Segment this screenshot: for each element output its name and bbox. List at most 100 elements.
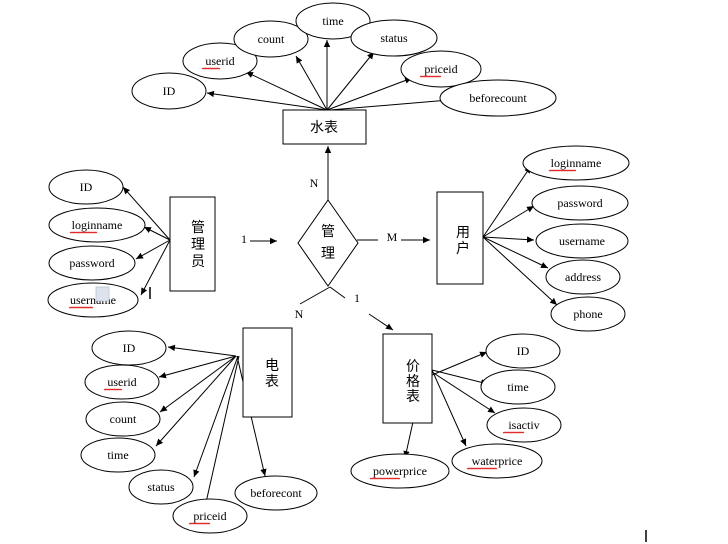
attribute-label: time (107, 448, 128, 462)
attribute-shuibiao-status: status (350, 19, 438, 57)
attribute-ellipse (439, 79, 557, 117)
connector-yonghu-4 (482, 236, 558, 306)
attribute-label: ID (80, 180, 93, 194)
small-document-icon (95, 286, 110, 302)
spellcheck-underline (369, 477, 401, 480)
attribute-ellipse (80, 437, 156, 473)
attribute-label: loginname (551, 156, 602, 170)
attribute-label: count (258, 32, 285, 46)
attribute-label: powerprice (373, 464, 427, 478)
attribute-ellipse (48, 245, 136, 281)
entity-electric-meter: 电 表 (242, 327, 293, 418)
attribute-ellipse (131, 72, 207, 110)
attribute-label: ID (123, 341, 136, 355)
attribute-dianbiao-id: ID (91, 330, 167, 366)
attribute-jiagebiao-isactiv: isactiv (486, 407, 562, 443)
attribute-label: status (147, 480, 175, 494)
connector-shuibiao-6 (329, 97, 450, 111)
attribute-yonghu-username: username (535, 223, 629, 259)
connector-yonghu-2 (482, 236, 535, 243)
attribute-ellipse (522, 145, 630, 181)
connector-guanliyuan-1 (143, 226, 171, 241)
attribute-dianbiao-time: time (80, 437, 156, 473)
connector-jiagebiao-2 (431, 371, 496, 414)
attribute-ellipse (295, 2, 371, 40)
entity-price-table-char-3: 表 (406, 389, 420, 405)
attribute-label: priceid (424, 62, 457, 76)
entity-price-table-char-1: 价 (406, 359, 420, 375)
entity-admin: 管 理 员 (169, 196, 216, 292)
attribute-dianbiao-count: count (85, 401, 161, 437)
spellcheck-underline (69, 231, 98, 234)
connector-dianbiao-0 (167, 344, 237, 357)
attribute-shuibiao-time: time (295, 2, 371, 40)
attribute-label: userid (107, 375, 136, 389)
attribute-ellipse (400, 50, 482, 88)
relationship-label-2: 理 (321, 247, 335, 262)
attribute-jiagebiao-waterprice: waterprice (451, 443, 543, 479)
entity-user-char-2: 户 (456, 240, 470, 257)
attribute-label: ID (517, 344, 530, 358)
attribute-label: loginname (72, 218, 123, 232)
attribute-guanliyuan-id: ID (48, 169, 124, 205)
entity-electric-meter-char-1: 电 (265, 358, 279, 374)
attribute-label: count (110, 412, 137, 426)
connector-dianbiao-2 (159, 355, 237, 413)
connector-dianbiao-5 (203, 355, 240, 508)
cardinality-admin: 1 (241, 232, 247, 246)
attribute-yonghu-password: password (531, 185, 629, 221)
attribute-ellipse (234, 475, 318, 511)
connector-shuibiao-0 (206, 90, 328, 111)
attribute-guanliyuan-password: password (48, 245, 136, 281)
relationship-label-1: 管 (321, 224, 335, 240)
cardinality-water-meter: N (310, 176, 319, 190)
attribute-label: time (507, 380, 528, 394)
connector-dianbiao-3 (155, 355, 237, 447)
connector-shuibiao-2 (295, 55, 328, 111)
attribute-ellipse (350, 453, 450, 489)
attribute-yonghu-loginname: loginname (522, 145, 630, 181)
attribute-label: ID (163, 84, 176, 98)
connector-relation-price (329, 286, 346, 299)
attribute-label: password (557, 196, 602, 210)
connector-shuibiao-4 (326, 51, 375, 111)
entity-admin-char-1: 管 (191, 220, 205, 236)
entity-electric-meter-char-2: 表 (265, 374, 279, 390)
attribute-label: isactiv (508, 418, 539, 432)
attribute-dianbiao-priceid: priceid (172, 498, 248, 534)
attribute-ellipse (182, 42, 258, 80)
entity-price-table-char-2: 格 (406, 374, 420, 390)
attribute-shuibiao-count: count (233, 20, 309, 58)
connector-guanliyuan-0 (122, 186, 171, 241)
relationship-manage: 管 理 (297, 199, 359, 287)
attribute-ellipse (47, 282, 139, 318)
attribute-ellipse (128, 469, 194, 505)
attribute-ellipse (172, 498, 248, 534)
attribute-label: priceid (193, 509, 226, 523)
attribute-shuibiao-userid: userid (182, 42, 258, 80)
entity-water-meter-label: 水表 (310, 120, 338, 136)
attribute-ellipse (233, 20, 309, 58)
attribute-ellipses: IDuseridcounttimestatuspriceidbeforecoun… (47, 2, 630, 534)
attribute-ellipse (451, 443, 543, 479)
attribute-label: password (69, 256, 114, 270)
attribute-dianbiao-beforecont: beforecont (234, 475, 318, 511)
attribute-dianbiao-status: status (128, 469, 194, 505)
attribute-ellipse (531, 185, 629, 221)
entity-admin-char-3: 员 (191, 255, 205, 270)
entity-user-char-1: 用 (456, 226, 470, 241)
attribute-guanliyuan-loginname: loginname (48, 207, 146, 243)
attribute-ellipse (84, 364, 160, 400)
attribute-jiagebiao-time: time (480, 369, 556, 405)
attribute-label: time (322, 14, 343, 28)
attribute-ellipse (486, 407, 562, 443)
connector-yonghu-0 (482, 165, 532, 238)
attribute-ellipse (48, 169, 124, 205)
attribute-label: beforecont (250, 486, 302, 500)
connector-guanliyuan-2 (135, 239, 171, 260)
attribute-label: username (559, 234, 605, 248)
spellcheck-underline (548, 169, 577, 172)
connector-yonghu-3 (482, 236, 549, 269)
connector-lines (122, 40, 558, 508)
